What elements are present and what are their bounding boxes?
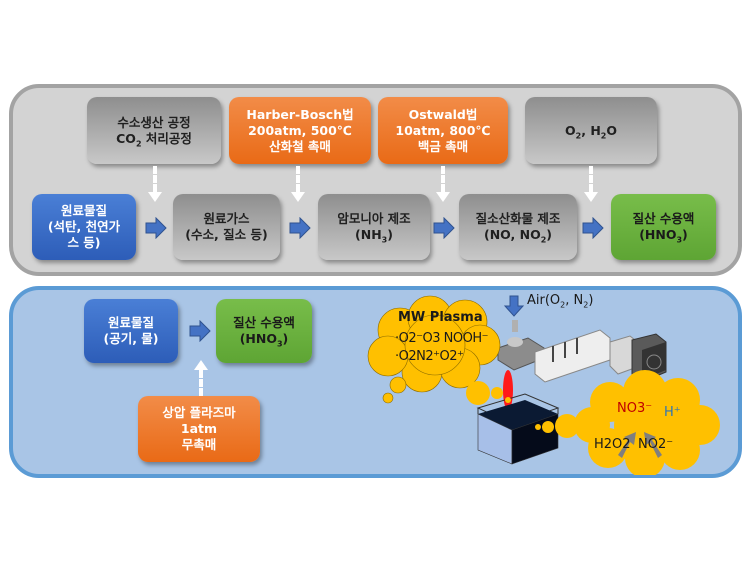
label: (HNO bbox=[239, 331, 277, 346]
label: ) bbox=[588, 293, 594, 308]
label: (NO, NO bbox=[483, 227, 541, 242]
nitrogen-oxide-box: 질소산화물 제조(NO, NO2) bbox=[459, 194, 577, 260]
reaction-arrow-icon bbox=[644, 432, 662, 458]
plasma-cloud-title: MW Plasma bbox=[398, 310, 483, 325]
air-label: Air(O2, N2) bbox=[527, 293, 594, 310]
arrow-down-icon bbox=[148, 192, 162, 202]
label: 상압 플라즈마 bbox=[162, 405, 236, 420]
reaction-arrow-icon bbox=[618, 432, 636, 458]
label: 백금 촉매 bbox=[417, 138, 469, 154]
label: O2⁺ bbox=[439, 349, 464, 364]
dashed-connector bbox=[153, 166, 157, 192]
label: 산화철 촉매 bbox=[269, 138, 331, 154]
microwave-device-icon bbox=[497, 320, 667, 383]
label: O3 bbox=[422, 331, 441, 346]
label: ) bbox=[282, 331, 289, 346]
label: 2 bbox=[600, 131, 607, 140]
arrow-right-icon bbox=[145, 217, 167, 239]
oxygen-water-box: O2, H2O bbox=[525, 97, 657, 164]
arrow-down-icon bbox=[584, 192, 598, 202]
label: 2 bbox=[575, 131, 582, 140]
label: 스 등) bbox=[67, 235, 101, 250]
label: NO bbox=[443, 331, 463, 346]
label: 암모니아 제조 bbox=[337, 211, 411, 226]
label: Air(O bbox=[527, 293, 561, 308]
arrow-right-icon bbox=[433, 217, 455, 239]
label: (공기, 물) bbox=[103, 331, 159, 346]
arrow-down-icon bbox=[436, 192, 450, 202]
label: 무촉매 bbox=[181, 437, 217, 452]
dashed-connector bbox=[199, 370, 203, 396]
label: (수소, 질소 등) bbox=[185, 227, 268, 242]
nitrite-label: NO2⁻ bbox=[638, 437, 674, 452]
label: 수소생산 공정 bbox=[117, 114, 191, 130]
dashed-connector bbox=[589, 166, 593, 192]
label: 질산 수용액 bbox=[632, 211, 695, 226]
ammonia-production-box: 암모니아 제조(NH3) bbox=[318, 194, 430, 260]
raw-gas-box: 원료가스(수소, 질소 등) bbox=[173, 194, 280, 260]
label: 2 bbox=[135, 139, 142, 148]
nitric-acid-box: 질산 수용액(HNO3) bbox=[611, 194, 716, 260]
nitrate-label: NO3⁻ bbox=[617, 401, 653, 416]
label: 3 bbox=[381, 235, 388, 245]
label: (HNO bbox=[639, 227, 677, 242]
label: OH⁻ bbox=[462, 331, 489, 346]
label: 200atm, 500℃ bbox=[248, 122, 352, 138]
label: 원료물질 bbox=[60, 203, 107, 218]
label: 질산 수용액 bbox=[233, 315, 295, 330]
arrow-up-icon bbox=[194, 360, 208, 370]
plasma-species-row2: ·O2N2⁺O2⁺ bbox=[395, 349, 464, 364]
label: 10atm, 800℃ bbox=[395, 122, 491, 138]
dashed-connector bbox=[441, 166, 445, 192]
label: ) bbox=[682, 227, 688, 242]
label: 1atm bbox=[180, 421, 218, 436]
label: 2 bbox=[583, 300, 589, 310]
dashed-connector bbox=[296, 166, 300, 192]
label: 원료가스 bbox=[203, 211, 250, 226]
liquid-species-cloud bbox=[574, 370, 720, 475]
label: (석탄, 천연가 bbox=[47, 219, 121, 234]
label: (NH bbox=[355, 227, 382, 242]
label: 처리공정 bbox=[141, 130, 192, 146]
hydrogen-peroxide-label: H2O2 bbox=[594, 437, 631, 452]
plasma-species-row1: ·O2⁻O3 NOOH⁻ bbox=[395, 331, 489, 346]
arrow-right-icon bbox=[582, 217, 604, 239]
plasma-flame-icon bbox=[503, 370, 513, 410]
label: N2⁺ bbox=[416, 349, 440, 364]
proton-label: H⁺ bbox=[664, 405, 681, 420]
label: CO bbox=[116, 130, 136, 146]
label: 2 bbox=[560, 300, 566, 310]
label: ) bbox=[387, 227, 393, 242]
label: ·O2 bbox=[395, 349, 417, 364]
plasma-reactor-illustration bbox=[367, 295, 720, 475]
arrow-right-icon bbox=[289, 217, 311, 239]
label: , N bbox=[565, 293, 584, 308]
air-inlet-arrow-icon bbox=[503, 295, 525, 317]
label: O bbox=[565, 122, 576, 138]
plasma-nitric-acid-box: 질산 수용액(HNO3) bbox=[216, 299, 312, 363]
plasma-raw-material-box: 원료물질(공기, 물) bbox=[84, 299, 178, 363]
label: 3 bbox=[276, 339, 283, 349]
label: 2 bbox=[540, 235, 547, 245]
label: ) bbox=[546, 227, 552, 242]
label: 질소산화물 제조 bbox=[475, 211, 561, 226]
arrow-right-icon bbox=[189, 320, 211, 342]
label: ·O2⁻ bbox=[395, 331, 423, 346]
plasma-species-cloud bbox=[367, 295, 501, 404]
label: Harber-Bosch법 bbox=[246, 106, 354, 122]
label: Ostwald법 bbox=[408, 106, 478, 122]
label: 원료물질 bbox=[107, 315, 154, 330]
label: 3 bbox=[676, 235, 683, 245]
arrow-down-icon bbox=[291, 192, 305, 202]
label: , H bbox=[581, 122, 601, 138]
label: O bbox=[606, 122, 617, 138]
